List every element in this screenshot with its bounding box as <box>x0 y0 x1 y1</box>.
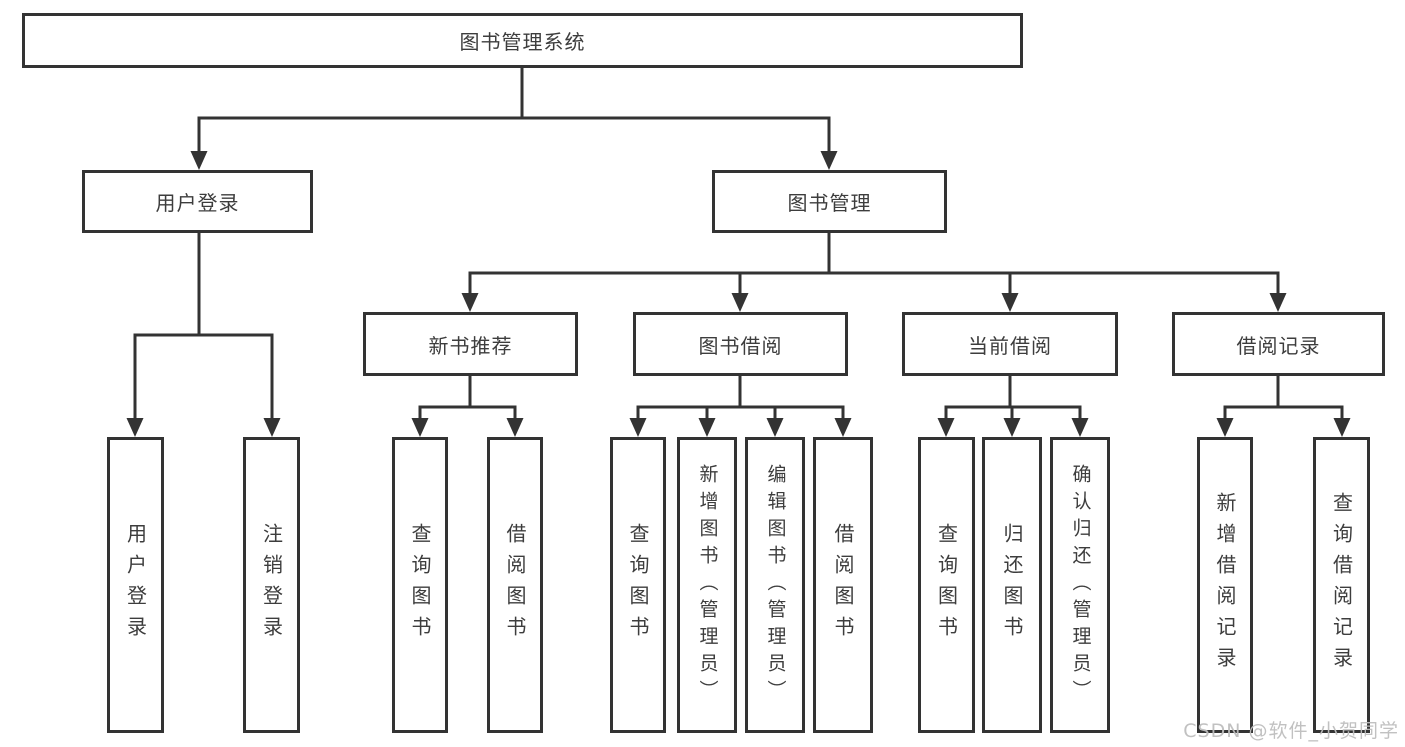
leaf-add-borrow-record: 新增借阅记录 <box>1197 437 1253 733</box>
node-label: 新增图书（管理员） <box>696 463 719 707</box>
csdn-watermark: CSDN @软件_小贺同学 <box>1183 720 1399 742</box>
node-label: 查询借阅记录 <box>1329 492 1354 678</box>
leaf-confirm-return-admin: 确认归还（管理员） <box>1050 437 1110 733</box>
node-book-borrowing: 图书借阅 <box>633 312 848 376</box>
node-label: 用户登录 <box>123 523 148 647</box>
leaf-edit-book-admin: 编辑图书（管理员） <box>745 437 805 733</box>
node-label: 借阅记录 <box>1236 333 1321 358</box>
leaf-user-login: 用户登录 <box>107 437 164 733</box>
node-library-system: 图书管理系统 <box>22 13 1023 68</box>
node-label: 查询图书 <box>626 523 650 647</box>
leaf-borrow-books-borrowing: 借阅图书 <box>813 437 873 733</box>
node-user-login: 用户登录 <box>82 170 313 233</box>
node-book-management: 图书管理 <box>712 170 947 233</box>
leaf-query-books-borrowing: 查询图书 <box>610 437 666 733</box>
node-label: 用户登录 <box>155 191 240 215</box>
node-label: 借阅图书 <box>503 523 527 647</box>
node-borrowing-records: 借阅记录 <box>1172 312 1385 376</box>
leaf-query-books-current: 查询图书 <box>918 437 975 733</box>
node-label: 借阅图书 <box>831 523 855 647</box>
leaf-logout: 注销登录 <box>243 437 300 733</box>
node-label: 新书推荐 <box>428 333 513 358</box>
leaf-borrow-books-recommend: 借阅图书 <box>487 437 543 733</box>
node-label: 确认归还（管理员） <box>1069 463 1092 707</box>
node-label: 图书管理 <box>787 191 872 215</box>
node-label: 新增借阅记录 <box>1213 492 1237 678</box>
node-label: 图书借阅 <box>698 333 783 358</box>
leaf-query-books-recommend: 查询图书 <box>392 437 448 733</box>
node-label: 当前借阅 <box>968 333 1052 358</box>
leaf-return-books: 归还图书 <box>982 437 1042 733</box>
node-new-book-recommendation: 新书推荐 <box>363 312 578 376</box>
node-label: 编辑图书（管理员） <box>764 463 787 707</box>
arrowheads <box>126 151 1351 437</box>
node-current-borrowing: 当前借阅 <box>902 312 1118 376</box>
leaf-query-borrow-record: 查询借阅记录 <box>1313 437 1370 733</box>
node-label: 查询图书 <box>934 523 959 647</box>
node-label: 图书管理系统 <box>459 30 586 54</box>
node-label: 注销登录 <box>259 523 284 647</box>
node-label: 查询图书 <box>408 523 432 647</box>
leaf-add-book-admin: 新增图书（管理员） <box>677 437 737 733</box>
node-label: 归还图书 <box>1000 523 1024 647</box>
